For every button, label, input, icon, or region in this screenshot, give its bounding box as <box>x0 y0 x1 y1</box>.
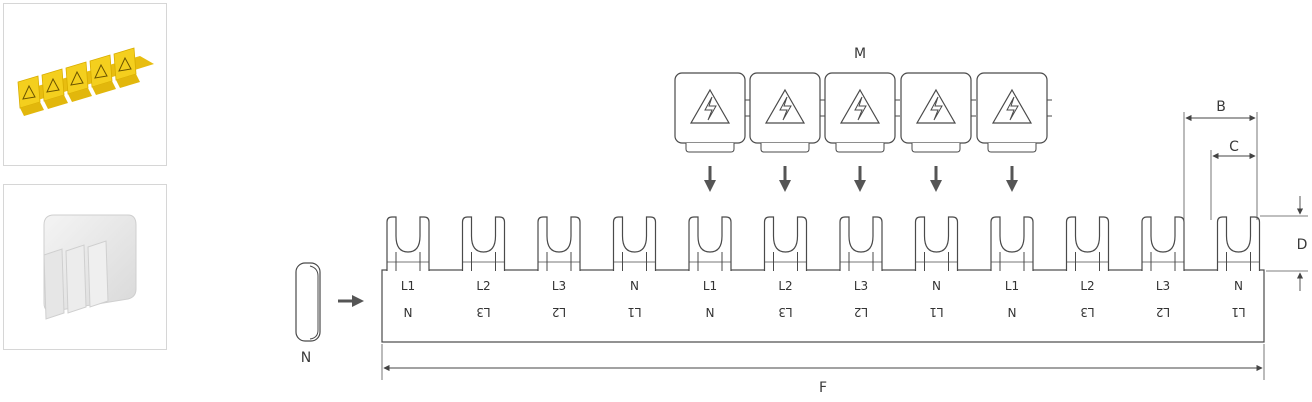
phase-label-top: L3 <box>854 279 868 293</box>
dimension-D <box>1260 196 1308 291</box>
insert-arrow <box>779 166 791 192</box>
phase-label-top: N <box>630 279 639 293</box>
yellow-cover-piece <box>17 75 44 116</box>
phase-label-top: L2 <box>476 279 490 293</box>
yellow-cover-piece <box>41 68 68 109</box>
fork-terminal <box>1141 216 1185 271</box>
phase-label-top: L1 <box>401 279 415 293</box>
phase-label-top: N <box>932 279 941 293</box>
insert-arrow <box>1006 166 1018 192</box>
dimension-B <box>1183 112 1258 260</box>
phase-label-bottom: N <box>1008 305 1017 319</box>
yellow-cover-piece <box>89 54 116 95</box>
phase-label-bottom: N <box>404 305 413 319</box>
fork-terminal <box>1065 216 1110 271</box>
end-cap-side-view <box>295 262 321 342</box>
phase-label-bottom: L1 <box>929 305 943 319</box>
yellow-cover-piece <box>65 61 92 102</box>
fork-terminal <box>763 216 808 271</box>
phase-label-top: L1 <box>703 279 717 293</box>
product-photo-end-cap[interactable] <box>3 184 167 350</box>
phase-label-top: L2 <box>778 279 792 293</box>
warning-cover <box>749 72 825 153</box>
yellow-cover-piece <box>113 47 140 88</box>
insert-arrow <box>854 166 866 192</box>
fork-terminal <box>839 216 883 271</box>
fork-terminal <box>537 216 581 271</box>
fork-terminal <box>1216 216 1261 271</box>
label-C: C <box>1229 139 1239 155</box>
label-B: B <box>1216 99 1226 115</box>
dimension-F <box>381 344 1265 380</box>
label-D: D <box>1297 237 1308 253</box>
label-N: N <box>301 350 311 366</box>
phase-label-top: N <box>1234 279 1243 293</box>
insert-arrow <box>930 166 942 192</box>
warning-cover <box>976 72 1052 153</box>
label-F: F <box>819 380 827 396</box>
phase-label-top: L3 <box>552 279 566 293</box>
fork-terminal <box>990 216 1034 271</box>
warning-cover <box>900 72 976 153</box>
phase-label-bottom: L3 <box>778 305 792 319</box>
phase-label-bottom: L2 <box>854 305 868 319</box>
phase-label-bottom: L2 <box>1156 305 1170 319</box>
fork-terminal <box>688 216 732 271</box>
phase-label-bottom: L3 <box>476 305 490 319</box>
busbar-body <box>381 269 1265 343</box>
fork-terminal <box>461 216 506 271</box>
phase-label-bottom: L3 <box>1080 305 1094 319</box>
warning-cover <box>824 72 900 153</box>
phase-label-top: L1 <box>1005 279 1019 293</box>
phase-label-bottom: L1 <box>627 305 641 319</box>
phase-label-bottom: L2 <box>552 305 566 319</box>
fork-terminal <box>386 216 430 271</box>
end-cap-arrow <box>338 295 364 307</box>
phase-label-top: L3 <box>1156 279 1170 293</box>
product-photo-yellow-covers[interactable] <box>3 3 167 166</box>
dimension-C <box>1210 150 1256 220</box>
phase-label-bottom: L1 <box>1231 305 1245 319</box>
fork-terminal <box>914 216 959 271</box>
label-M: M <box>854 46 866 62</box>
phase-label-top: L2 <box>1080 279 1094 293</box>
insert-arrow <box>704 166 716 192</box>
fork-terminal <box>612 216 657 271</box>
phase-label-bottom: N <box>706 305 715 319</box>
warning-cover <box>674 72 750 153</box>
